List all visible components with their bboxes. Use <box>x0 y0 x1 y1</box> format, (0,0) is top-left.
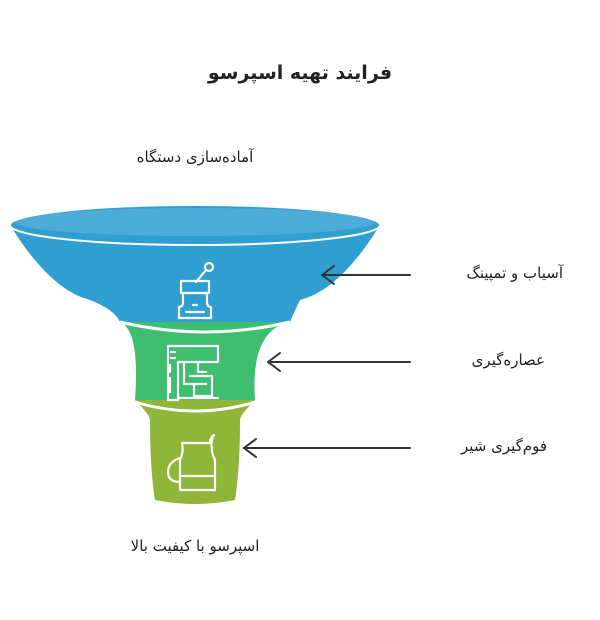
step-label-extraction: عصاره‌گیری <box>471 351 545 369</box>
funnel-output-label: اسپرسو با کیفیت بالا <box>130 537 260 555</box>
step-label-milk-frothing: فوم‌گیری شیر <box>460 437 547 455</box>
page-title: فرایند تهیه اسپرسو <box>207 62 393 84</box>
arrow-grind <box>321 265 411 285</box>
arrow-extraction <box>267 352 411 372</box>
milk-pitcher-icon <box>166 433 217 492</box>
segment-divider <box>134 400 256 413</box>
espresso-machine-icon <box>166 344 220 402</box>
segment-divider <box>119 320 291 334</box>
coffee-grinder-icon <box>177 261 215 320</box>
arrow-milk <box>243 438 411 458</box>
funnel-segment-grind <box>10 225 380 300</box>
funnel-segment-milk <box>135 400 255 504</box>
funnel-rim <box>9 204 381 246</box>
funnel-input-label: آماده‌سازی دستگاه <box>136 148 254 166</box>
step-label-grind-tamp: آسیاب و تمپینگ <box>466 264 563 282</box>
